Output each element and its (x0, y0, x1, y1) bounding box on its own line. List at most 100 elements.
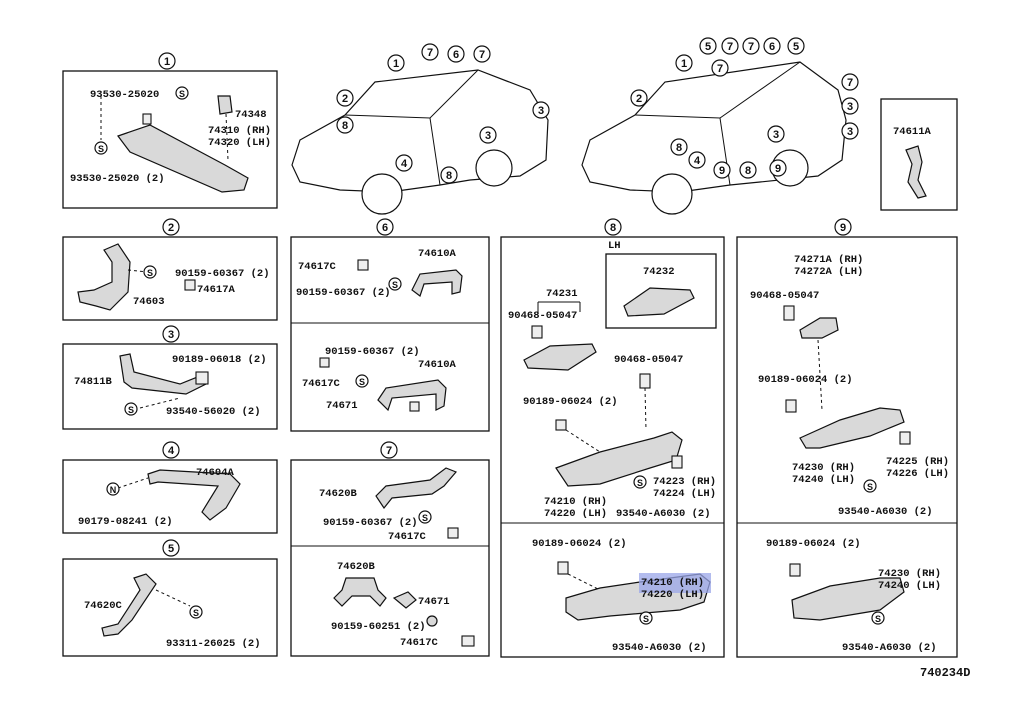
part-label: 74348 (235, 109, 267, 121)
n-symbol-text: N (110, 485, 117, 495)
clip-part (461, 635, 475, 647)
panel-3-number: 3 (168, 329, 174, 341)
part-label: 74617C (388, 531, 427, 543)
part-label: 74811B (74, 376, 113, 388)
panel-2-number: 2 (168, 222, 174, 234)
panel-5-box (62, 558, 278, 657)
callout-number: 8 (446, 170, 452, 182)
callout-circle (387, 54, 405, 72)
part-label: 90159-60367 (2) (175, 268, 270, 280)
callout-number: 6 (453, 49, 459, 61)
callout-number: 3 (485, 130, 491, 142)
lh-label: LH (608, 240, 621, 252)
part-label: 74604A (196, 467, 235, 479)
part-label: 74320 (LH) (208, 137, 271, 149)
panel-2-number-circle (162, 218, 180, 236)
callout-circle (841, 122, 859, 140)
clip-part (785, 399, 797, 413)
part-label: 74603 (133, 296, 165, 308)
callout-number: 1 (681, 58, 687, 70)
panel-5-number-circle (162, 539, 180, 557)
s-symbol-text: S (179, 89, 185, 99)
s-symbol-text: S (867, 482, 873, 492)
panel-8-number-circle (604, 218, 622, 236)
callout-number: 3 (847, 101, 853, 113)
lh-subbox (605, 253, 717, 329)
callout-circle (688, 151, 706, 169)
part-label: 93540-A6030 (2) (616, 508, 711, 520)
callout-number: 4 (694, 155, 701, 167)
visor-holder-part (142, 113, 152, 125)
part-label: 74210 (RH) (544, 496, 607, 508)
panel-2-box (62, 236, 278, 321)
panel-7: 7 S 74620B 90159-60367 (2) 74617C 74620B… (290, 441, 490, 657)
callout-circle (787, 37, 805, 55)
part-label: 74610A (418, 359, 457, 371)
part-label: 74240 (LH) (792, 474, 855, 486)
clip-part (195, 371, 209, 385)
screw-part (426, 615, 438, 627)
leader-line (644, 387, 647, 431)
hook-part (905, 145, 927, 199)
part-label: 74617C (302, 378, 341, 390)
callout-number: 2 (636, 93, 642, 105)
part-label: 74225 (RH) (886, 456, 949, 468)
callout-number: 8 (342, 120, 348, 132)
n-symbol (106, 482, 120, 496)
s-symbol (175, 86, 189, 100)
leader-line (225, 113, 229, 161)
switch-base-part (523, 343, 597, 371)
armrest-part (791, 577, 905, 621)
diagram-code: 740234D (920, 666, 970, 680)
switch-base-part (623, 287, 695, 317)
part-label: 90159-60251 (2) (331, 621, 426, 633)
part-label: 93311-26025 (2) (166, 638, 261, 650)
panel-7-box (290, 459, 490, 657)
panel-74611a-box (880, 98, 958, 211)
part-label: 90189-06024 (2) (532, 538, 627, 550)
s-symbol (418, 510, 432, 524)
callout-circle (336, 116, 354, 134)
callout-circle (670, 138, 688, 156)
callout-circle (742, 37, 760, 55)
armrest-part (555, 431, 683, 487)
leader-line (117, 477, 149, 489)
s-symbol-text: S (392, 280, 398, 290)
part-label: 74271A (RH) (794, 254, 863, 266)
callout-circle (421, 43, 439, 61)
callout-circle (473, 45, 491, 63)
callout-number: 1 (393, 58, 399, 70)
panel-9-number: 9 (840, 222, 846, 234)
assist-grip-part (147, 469, 241, 521)
part-label: 74224 (LH) (653, 488, 716, 500)
clip-part (357, 259, 369, 271)
part-label: 74671 (418, 596, 450, 608)
s-symbol-text: S (98, 144, 104, 154)
panel-1-box (62, 70, 278, 209)
callout-number: 8 (745, 165, 751, 177)
part-label: 90468-05047 (508, 310, 577, 322)
panel-7-number: 7 (386, 445, 392, 457)
part-label: 74620B (337, 561, 376, 573)
label-bracket (537, 301, 581, 312)
s-symbol (388, 277, 402, 291)
visor-clip-part (217, 95, 233, 115)
clip-part (555, 419, 567, 431)
s-symbol (124, 402, 138, 416)
callout-number: 6 (769, 41, 775, 53)
s-symbol-text: S (193, 608, 199, 618)
vehicle-illustration-right: 1 2 3 3 3 4 5 5 6 7 7 7 7 8 8 9 9 (581, 37, 859, 215)
part-label: 90159-60367 (2) (296, 287, 391, 299)
s-symbol-text: S (147, 268, 153, 278)
part-label: 74620B (319, 488, 358, 500)
part-label: 74610A (418, 248, 457, 260)
part-label: 74230 (RH) (792, 462, 855, 474)
assist-grip-part (101, 573, 157, 637)
panel-74611a: 74611A (880, 98, 958, 211)
part-label: 74220 (LH) (544, 508, 607, 520)
part-label: 74240 (LH) (878, 580, 941, 592)
clip-part (557, 561, 569, 575)
s-symbol (871, 611, 885, 625)
callout-number: 7 (479, 49, 485, 61)
